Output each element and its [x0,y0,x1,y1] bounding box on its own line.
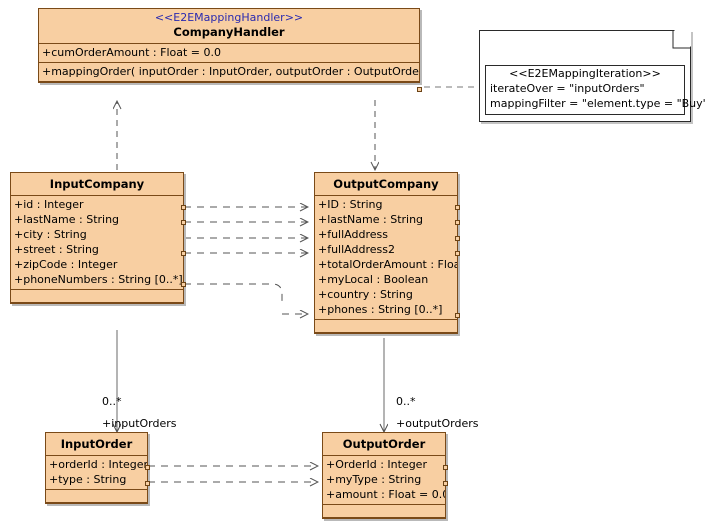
port-marker-lastname[interactable] [455,220,460,225]
port-marker-id[interactable] [181,205,186,210]
operations-compartment [11,290,183,303]
operations-compartment [315,320,457,333]
note-stereotype: <<E2EMappingIteration>> [509,67,661,80]
attribute-row: +type : String [49,473,127,486]
port-marker-mappingorder[interactable] [417,87,422,92]
port-marker-lastname[interactable] [181,220,186,225]
port-marker-orderid[interactable] [443,465,448,470]
attribute-row: +lastName : String [318,213,424,226]
port-marker-street[interactable] [181,251,186,256]
attribute-row: +phones : String [0..*] [318,303,443,316]
class-header-input-company: InputCompany [11,173,183,196]
port-marker-mytype[interactable] [443,481,448,486]
attribute-row: +amount : Float = 0.0 [326,488,445,501]
class-company-handler[interactable]: <<E2EMappingHandler>> CompanyHandler +cu… [38,8,422,92]
attributes-compartment: +id : Integer +lastName : String +city :… [11,196,183,290]
port-marker-orderid[interactable] [145,465,150,470]
note-fold-corner [674,30,691,47]
port-marker-fulladdress2[interactable] [455,251,460,256]
multiplicity-input-orders: 0..* [102,395,122,408]
attribute-row: +OrderId : Integer [326,458,427,471]
attribute-row: +cumOrderAmount : Float = 0.0 [42,46,222,59]
note-e2e-mapping-iteration[interactable]: <<E2EMappingIteration>> iterateOver = "i… [479,30,705,122]
role-output-orders: +outputOrders [396,417,479,430]
multiplicity-output-orders: 0..* [396,395,416,408]
attribute-row: +myType : String [326,473,422,486]
class-output-company[interactable]: OutputCompany +ID : String +lastName : S… [314,172,460,334]
class-input-order[interactable]: InputOrder +orderId : Integer +type : St… [45,432,150,504]
attribute-row: +city : String [14,228,87,241]
attribute-row: +lastName : String [14,213,120,226]
class-header-output-company: OutputCompany [315,173,457,196]
class-name: InputOrder [60,437,133,451]
attribute-row: +fullAddress2 [318,243,395,256]
class-stereotype: <<E2EMappingHandler>> [154,11,304,24]
attribute-row: +id : Integer [14,198,84,211]
class-header-input-order: InputOrder [46,433,147,456]
role-input-orders: +inputOrders [102,417,177,430]
class-name: OutputOrder [342,437,426,451]
port-marker-type[interactable] [145,481,150,486]
note-line-iterate-over: iterateOver = "inputOrders" [490,82,645,95]
port-marker-fulladdress[interactable] [455,236,460,241]
attributes-compartment: +OrderId : Integer +myType : String +amo… [323,456,445,505]
attribute-row: +street : String [14,243,99,256]
class-output-order[interactable]: OutputOrder +OrderId : Integer +myType :… [322,432,448,519]
attributes-compartment: +ID : String +lastName : String +fullAdd… [315,196,457,320]
class-name: OutputCompany [333,177,439,191]
note-line-mapping-filter: mappingFilter = "element.type = "Buy" [490,97,705,110]
note-body: <<E2EMappingIteration>> iterateOver = "i… [485,65,705,115]
attribute-row: +ID : String [318,198,383,211]
class-header-company-handler: <<E2EMappingHandler>> CompanyHandler [39,9,419,44]
attributes-compartment: +orderId : Integer +type : String [46,456,147,490]
class-input-company[interactable]: InputCompany +id : Integer +lastName : S… [10,172,186,304]
port-marker-phonenumbers[interactable] [181,282,186,287]
attribute-row: +totalOrderAmount : Float [318,258,457,271]
class-name: CompanyHandler [173,25,285,39]
attribute-row: +zipCode : Integer [14,258,118,271]
note-fold-line-icon [672,30,691,49]
attributes-compartment: +cumOrderAmount : Float = 0.0 [39,44,419,63]
attribute-row: +country : String [318,288,413,301]
operations-compartment [46,490,147,503]
class-header-output-order: OutputOrder [323,433,445,456]
attribute-row: +orderId : Integer [49,458,147,471]
attribute-row: +fullAddress [318,228,388,241]
operations-compartment [323,505,445,518]
operations-compartment: +mappingOrder( inputOrder : InputOrder, … [39,63,419,82]
attribute-row: +phoneNumbers : String [0..*] [14,273,183,286]
port-marker-id[interactable] [455,205,460,210]
class-name: InputCompany [49,177,145,191]
port-marker-phones[interactable] [455,313,460,318]
attribute-row: +myLocal : Boolean [318,273,429,286]
mapping-phonenumbers-to-phones [184,283,308,314]
operation-row: +mappingOrder( inputOrder : InputOrder, … [42,65,419,78]
